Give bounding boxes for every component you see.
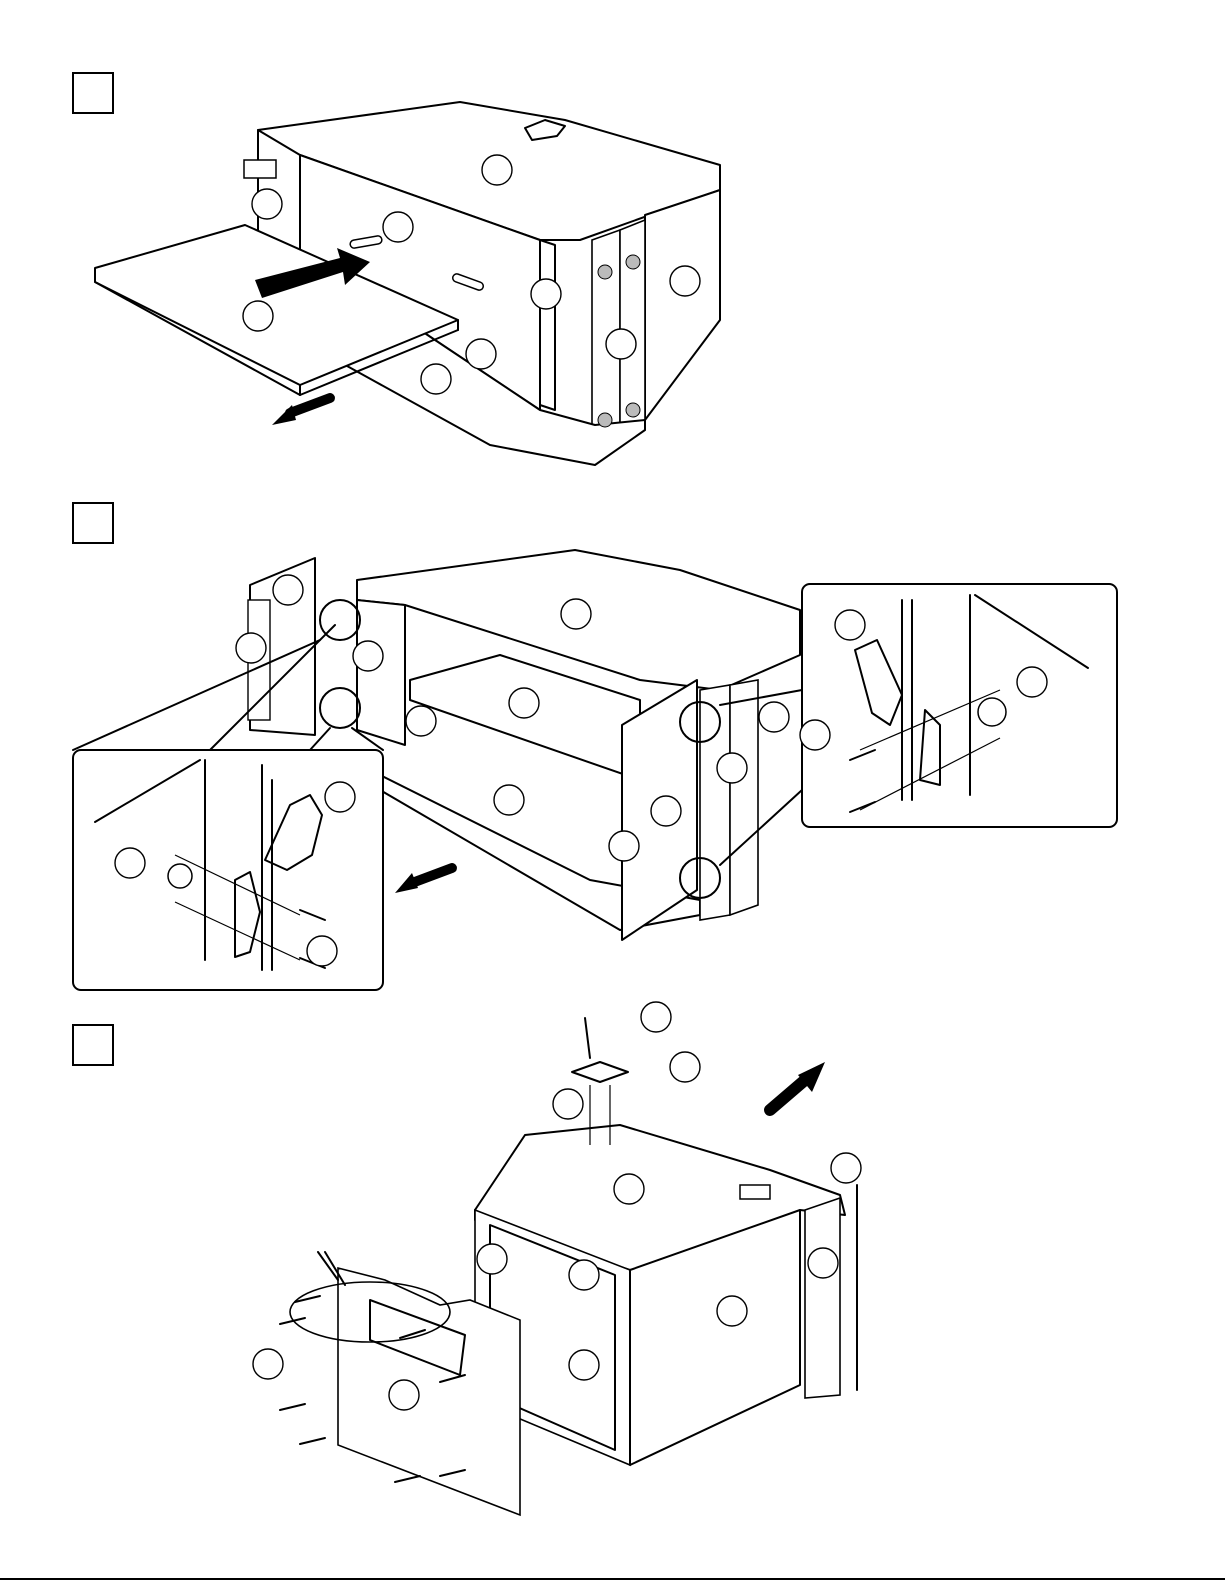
bracket-icon-2	[572, 1062, 628, 1082]
step-3-drawing	[253, 1002, 861, 1515]
step-1-drawing	[95, 102, 720, 465]
right-side-panel	[645, 190, 720, 420]
page-bottom-rule	[0, 1578, 1225, 1580]
step-2-drawing	[73, 550, 1117, 990]
screw-icon-5	[585, 1018, 590, 1058]
center-divider	[540, 240, 555, 410]
cabinet-body-2	[357, 600, 405, 745]
hinge-icon	[244, 160, 276, 178]
